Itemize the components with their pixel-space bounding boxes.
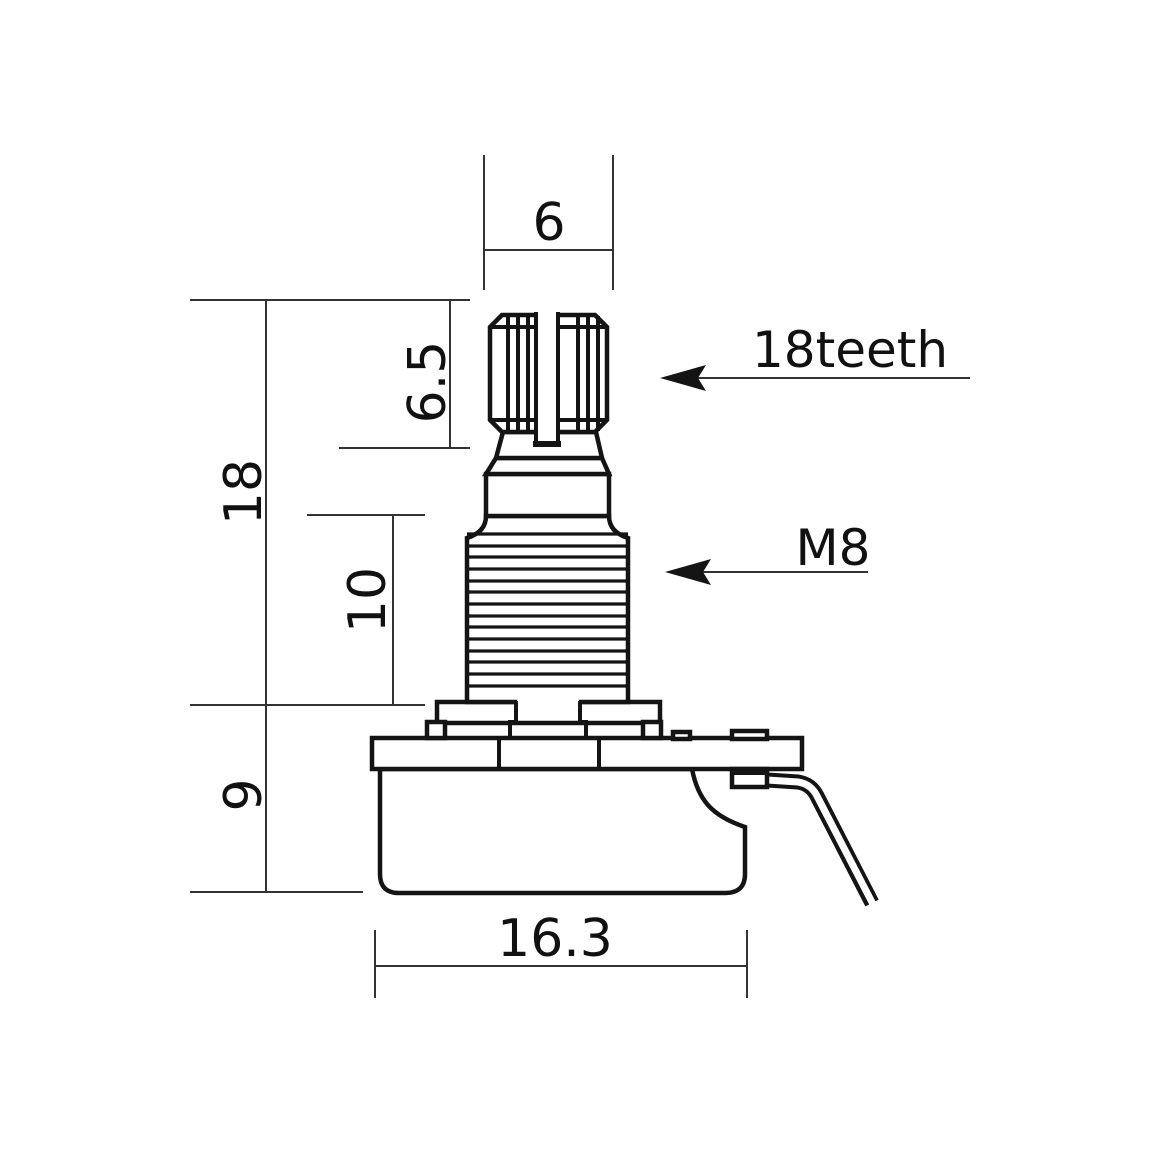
dim-label-total-length: 18	[214, 459, 274, 525]
annotation-knurl-teeth: 18teeth	[752, 321, 948, 379]
collar-flare	[481, 455, 613, 477]
bushing-collar	[483, 471, 612, 519]
column-gap-mask	[517, 698, 579, 707]
shaft-column	[508, 701, 588, 737]
threaded-bushing	[464, 513, 631, 705]
dim-label-knurl-length: 6.5	[398, 341, 458, 424]
flange-inner-edges	[497, 740, 601, 767]
right-flange-bump-small	[670, 729, 693, 742]
dim-label-shaft-width: 6	[532, 193, 565, 253]
solder-lug-inner	[766, 776, 880, 912]
dim-label-bushing-length: 10	[338, 567, 398, 633]
knurl-chamfer-lines	[490, 325, 606, 422]
arrow-left-icon	[665, 559, 711, 585]
dimension-labels: 6 6.5 18 10 9 16.3 18teeth M8	[214, 193, 948, 969]
left-step-tab	[424, 719, 448, 741]
arrow-left-icon	[660, 365, 706, 391]
leader-arrowheads	[660, 365, 711, 585]
potentiometer-part	[369, 308, 880, 912]
shaft-slot-walls	[534, 312, 560, 442]
dim-label-body-width: 16.3	[497, 909, 613, 969]
knurl-teeth-lines	[506, 316, 600, 431]
right-step-tab	[640, 719, 664, 741]
thread-lines	[467, 532, 628, 688]
pot-body	[377, 766, 748, 896]
right-flange-bump	[729, 728, 770, 742]
dim-label-body-depth: 9	[214, 778, 274, 811]
shaft-slot-mask	[534, 308, 560, 444]
annotation-thread-size: M8	[796, 519, 871, 577]
mounting-flange	[369, 735, 805, 772]
lug-terminal-band	[732, 769, 767, 775]
